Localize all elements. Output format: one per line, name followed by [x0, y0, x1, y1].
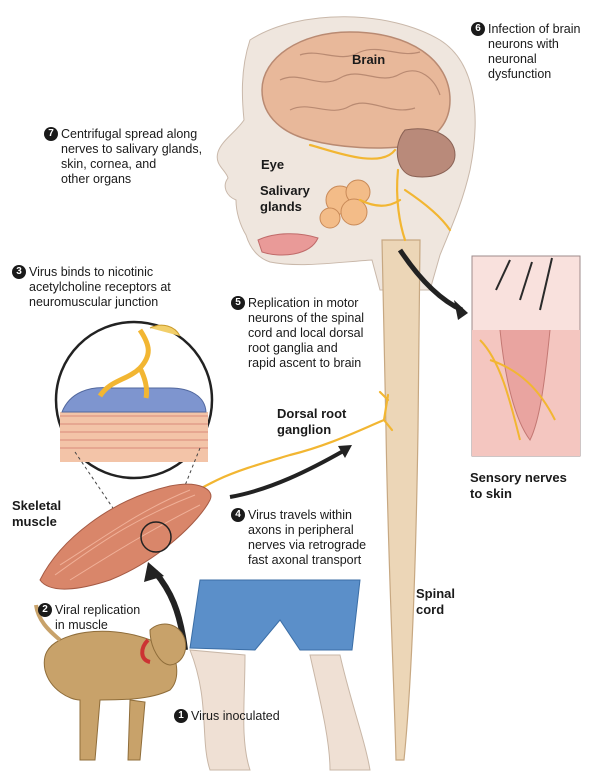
skin-cross-section [471, 255, 581, 457]
step-4-number: 4 [231, 508, 245, 522]
step-5-text: Replication in motor neurons of the spin… [248, 296, 365, 370]
brain-shape [261, 31, 451, 149]
step-6-text: Infection of brain neurons with neuronal… [488, 22, 581, 81]
shorts-shape [189, 579, 361, 651]
step-4: 4 Virus travels within axons in peripher… [231, 508, 366, 568]
step-1: 1 Virus inoculated [174, 709, 280, 724]
sensory-nerves-label: Sensory nerves to skin [470, 470, 567, 501]
step-5-number: 5 [231, 296, 245, 310]
step-3-number: 3 [12, 265, 26, 279]
salivary-glands-label: Salivary glands [260, 183, 310, 214]
brain-label: Brain [352, 52, 386, 67]
human-legs [189, 579, 371, 771]
dog-illustration [34, 604, 187, 761]
step-7-text: Centrifugal spread along nerves to saliv… [61, 127, 203, 186]
step-3-text: Virus binds to nicotinic acetylcholine r… [29, 265, 171, 309]
neuromuscular-junction-magnified [54, 320, 214, 480]
skeletal-muscle-label: Skeletal muscle [12, 498, 62, 529]
step-2-number: 2 [38, 603, 52, 617]
dorsal-root-ganglion-label: Dorsal root ganglion [277, 406, 347, 437]
skeletal-muscle-shape [39, 483, 212, 590]
step-1-number: 1 [174, 709, 188, 723]
step-3: 3 Virus binds to nicotinic acetylcholine… [12, 265, 171, 310]
step-1-text: Virus inoculated [191, 709, 280, 723]
step-7-number: 7 [44, 127, 58, 141]
eye-label: Eye [261, 157, 285, 172]
step-5: 5 Replication in motor neurons of the sp… [231, 296, 364, 371]
head-illustration [216, 16, 476, 291]
step-2-text: Viral replication in muscle [55, 603, 141, 632]
step-2: 2 Viral replication in muscle [38, 603, 140, 633]
step-7: 7 Centrifugal spread along nerves to sal… [44, 127, 202, 187]
salivary-glands-shape [319, 179, 371, 229]
step-6-number: 6 [471, 22, 485, 36]
step-6: 6 Infection of brain neurons with neuron… [471, 22, 580, 82]
cerebellum-shape [396, 128, 456, 178]
step-4-text: Virus travels within axons in peripheral… [248, 508, 367, 567]
spinal-cord-shape [381, 239, 421, 761]
spinal-cord-label: Spinal cord [416, 586, 456, 617]
